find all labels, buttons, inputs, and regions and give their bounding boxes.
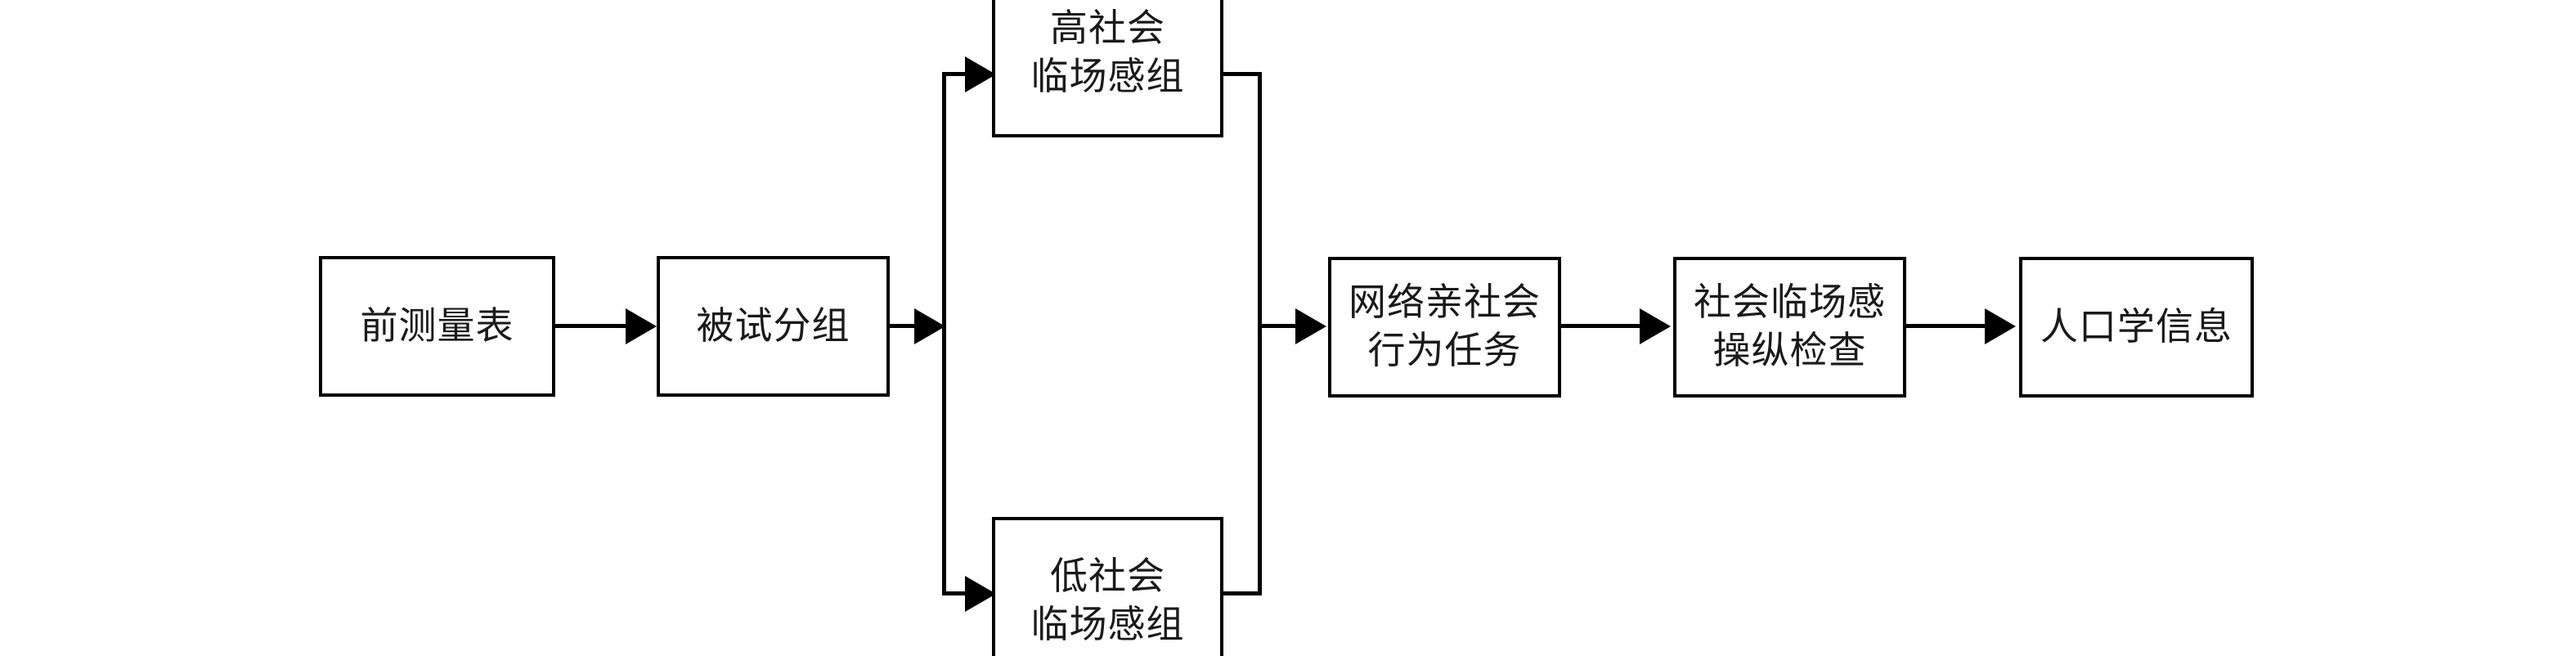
node-low-presence[interactable]: 低社会 临场感组 <box>992 517 1223 656</box>
edge-grouping-to-split-arrowhead <box>914 308 945 344</box>
edge-split-to-low-line <box>942 591 968 595</box>
node-grouping[interactable]: 被试分组 <box>657 256 890 397</box>
edge-grouping-to-split-line <box>890 324 916 328</box>
edge-check-to-demographics-line <box>1906 324 1985 328</box>
edge-split-to-high-line <box>942 72 968 76</box>
edge-low-to-merge-stub <box>1223 591 1262 595</box>
split-bus-vertical-line <box>942 72 946 595</box>
edge-merge-to-task-arrowhead <box>1295 308 1326 344</box>
node-pretest[interactable]: 前测量表 <box>319 256 555 397</box>
node-demographics-label: 人口学信息 <box>2040 305 2233 348</box>
edge-high-to-merge-stub <box>1223 72 1262 76</box>
node-high-presence-label: 高社会 临场感组 <box>1030 7 1185 97</box>
node-high-presence[interactable]: 高社会 临场感组 <box>992 0 1223 137</box>
merge-bus-vertical-line <box>1258 72 1262 595</box>
edge-pretest-to-grouping-arrowhead <box>626 308 657 344</box>
edge-split-to-low-arrowhead <box>965 576 996 612</box>
node-prosocial-task[interactable]: 网络亲社会 行为任务 <box>1328 257 1561 398</box>
edge-merge-to-task-line <box>1258 324 1297 328</box>
node-low-presence-label: 低社会 临场感组 <box>1030 555 1185 645</box>
node-demographics[interactable]: 人口学信息 <box>2019 257 2254 398</box>
node-manipulation-check-label: 社会临场感 操纵检查 <box>1694 281 1886 371</box>
edge-task-to-check-line <box>1561 324 1640 328</box>
edge-pretest-to-grouping-line <box>555 324 626 328</box>
node-prosocial-task-label: 网络亲社会 行为任务 <box>1349 281 1541 371</box>
node-manipulation-check[interactable]: 社会临场感 操纵检查 <box>1673 257 1906 398</box>
edge-task-to-check-arrowhead <box>1640 308 1671 344</box>
edge-split-to-high-arrowhead <box>965 56 996 92</box>
node-pretest-label: 前测量表 <box>360 304 514 347</box>
node-grouping-label: 被试分组 <box>696 304 850 347</box>
edge-check-to-demographics-arrowhead <box>1985 308 2016 344</box>
